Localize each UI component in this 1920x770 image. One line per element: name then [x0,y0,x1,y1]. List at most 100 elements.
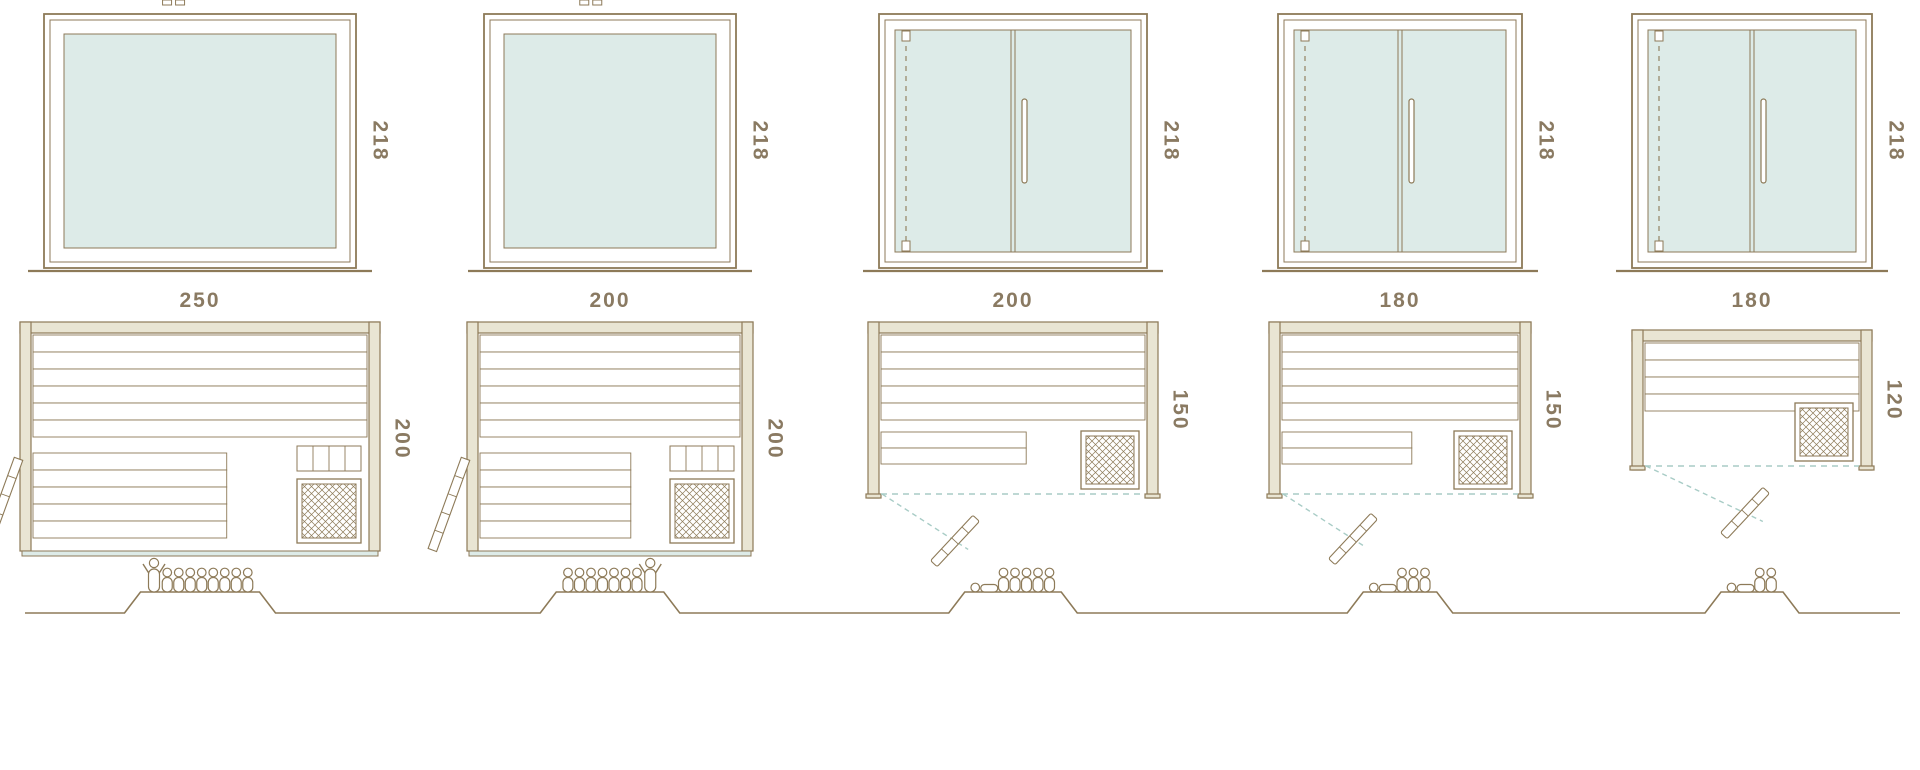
person-body [219,576,231,593]
person-head [173,567,184,578]
depth-label: 120 [1883,379,1906,420]
wall-right [1860,329,1873,471]
door-handle [1021,98,1028,184]
person-body [596,576,609,593]
heater [1080,430,1140,490]
person-head [645,557,656,569]
person-head [162,567,173,578]
width-label: 180 [1379,289,1420,312]
person-icon [1754,567,1766,593]
person-icon [230,567,242,593]
person-icon [1043,567,1056,593]
door-leaf-board [427,456,471,553]
wall-left [1631,329,1644,471]
person-head [1010,567,1020,578]
person-head [609,567,619,578]
door-leaf-rail [1751,498,1759,506]
bench-plank [479,385,741,404]
lower-bench-plank [32,486,228,505]
person-icon [173,567,185,593]
person-body [1407,576,1420,593]
wall-end-cap [1144,493,1161,499]
person-body [585,576,597,593]
person-head [196,567,207,578]
person-icon [573,567,586,593]
bench-plank [32,419,368,438]
person-head [185,567,196,578]
door-leaf-rail [1349,535,1357,543]
door-leaf-rail [7,475,17,480]
wall-left [19,321,32,552]
floor-plan-sauna-180x120 [1629,329,1875,539]
wall-right [741,321,754,552]
roof-mark [592,0,603,6]
person-head [563,567,573,578]
door-pivot-bottom [1654,240,1664,252]
bench-plank [1281,351,1519,370]
person-head [1766,567,1777,578]
heater-grille [1799,407,1849,457]
lower-bench-plank [880,447,1027,465]
person-body [207,576,219,593]
heater [669,478,735,544]
lower-bench-plank [479,452,632,471]
door-leaf-rail [1339,546,1347,554]
lower-bench-plank [1281,431,1413,449]
glass-front [468,550,752,557]
bench-plank [1281,385,1519,404]
person-icon [608,567,620,593]
person-body [1009,576,1021,593]
door-leaf-rail [0,511,4,516]
person-body [147,568,161,593]
door-leaf-rail [0,493,10,498]
bench-plank [1644,342,1860,361]
bench-plank [32,368,368,387]
bench-plank [32,334,368,353]
bench-plank [880,368,1146,387]
person-icon [1419,567,1431,593]
person-icon [242,567,254,593]
elevation-sauna-200x200 [468,0,752,273]
heater [1453,430,1513,490]
lower-bench-plank [479,469,632,488]
door-leaf-rail [941,548,949,556]
person-arms-up-icon [638,557,662,593]
person-body [1020,576,1033,593]
width-label: 200 [992,289,1033,312]
lower-bench-plank [32,520,228,539]
glass-panel [503,33,717,249]
roof-mark [579,0,590,6]
person-head [1021,567,1032,578]
person-head [148,557,160,569]
wall-back [19,321,381,334]
person-icon [596,567,609,593]
elevation-sauna-250x200 [28,0,372,273]
door-leaf [1328,513,1378,565]
person-head [1044,567,1055,578]
heater-grille [1085,435,1135,485]
wall-back [867,321,1159,334]
door-leaf [427,456,471,553]
person-head [1368,582,1379,593]
cabin-frame-inner [884,19,1142,263]
person-body [1043,576,1056,593]
bench-plank [32,402,368,421]
person-head [574,567,585,578]
bench-plank [1281,402,1519,421]
cabin-frame-inner [489,19,731,263]
cabin-frame-inner [1283,19,1517,263]
person-body [1765,576,1777,593]
person-head [1397,567,1407,578]
person-head [620,567,631,578]
depth-label: 150 [1542,389,1565,430]
person-body [1378,583,1397,593]
person-body [1396,576,1408,593]
person-head [1420,567,1430,578]
wall-left [466,321,479,552]
bench-plank [479,402,741,421]
wall-end-cap [1517,493,1534,499]
person-body [573,576,586,593]
lower-bench-plank [32,452,228,471]
height-label: 218 [1535,120,1558,161]
roof-mark [175,0,186,6]
